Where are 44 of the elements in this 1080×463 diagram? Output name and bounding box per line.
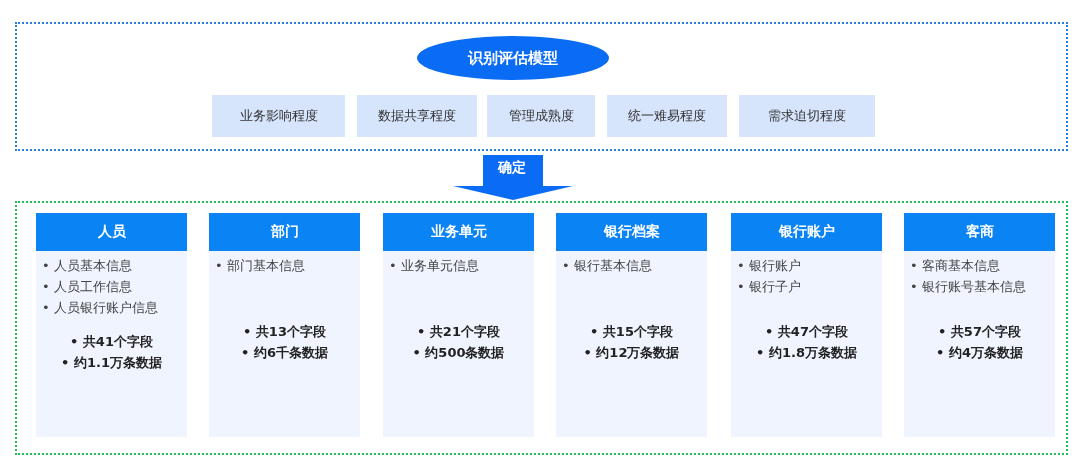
info-item: • 业务单元信息 bbox=[389, 257, 479, 275]
stat-text: • 约1.8万条数据 bbox=[756, 344, 857, 362]
info-item: • 人员银行账户信息 bbox=[42, 299, 158, 317]
edge-label: 确定 bbox=[498, 159, 526, 177]
category-card bbox=[383, 213, 534, 437]
dotted-frame bbox=[15, 22, 1068, 151]
dotted-frame bbox=[15, 201, 1068, 455]
info-item: • 部门基本信息 bbox=[215, 257, 305, 275]
stat-text: • 共13个字段 bbox=[243, 323, 326, 341]
card-header: 业务单元 bbox=[383, 213, 534, 251]
info-item: • 人员基本信息 bbox=[42, 257, 132, 275]
card-header: 客商 bbox=[904, 213, 1055, 251]
factor-box: 需求迫切程度 bbox=[739, 95, 875, 137]
stat-text: • 共15个字段 bbox=[590, 323, 673, 341]
card-header: 银行账户 bbox=[731, 213, 882, 251]
info-item: • 银行账户 bbox=[737, 257, 801, 275]
stat-text: • 约4万条数据 bbox=[936, 344, 1023, 362]
stat-text: • 共21个字段 bbox=[417, 323, 500, 341]
stat-text: • 共41个字段 bbox=[70, 333, 153, 351]
stat-text: • 约6千条数据 bbox=[241, 344, 328, 362]
stat-text: • 约500条数据 bbox=[412, 344, 505, 362]
stat-text: • 约1.1万条数据 bbox=[61, 354, 162, 372]
model-ellipse: 识别评估模型 bbox=[417, 36, 609, 80]
category-card bbox=[209, 213, 360, 437]
info-item: • 银行基本信息 bbox=[562, 257, 652, 275]
category-card bbox=[731, 213, 882, 437]
info-item: • 银行账号基本信息 bbox=[910, 278, 1026, 296]
factor-box: 业务影响程度 bbox=[212, 95, 345, 137]
stat-text: • 共57个字段 bbox=[938, 323, 1021, 341]
factor-box: 统一难易程度 bbox=[607, 95, 727, 137]
card-header: 银行档案 bbox=[556, 213, 707, 251]
category-card bbox=[904, 213, 1055, 437]
factor-box: 管理成熟度 bbox=[487, 95, 595, 137]
category-card bbox=[36, 213, 187, 437]
factor-box: 数据共享程度 bbox=[357, 95, 477, 137]
stat-text: • 约12万条数据 bbox=[583, 344, 680, 362]
block-arrow bbox=[453, 155, 573, 200]
card-header: 人员 bbox=[36, 213, 187, 251]
info-item: • 人员工作信息 bbox=[42, 278, 132, 296]
card-header: 部门 bbox=[209, 213, 360, 251]
category-card bbox=[556, 213, 707, 437]
info-item: • 客商基本信息 bbox=[910, 257, 1000, 275]
stat-text: • 共47个字段 bbox=[765, 323, 848, 341]
info-item: • 银行子户 bbox=[737, 278, 801, 296]
